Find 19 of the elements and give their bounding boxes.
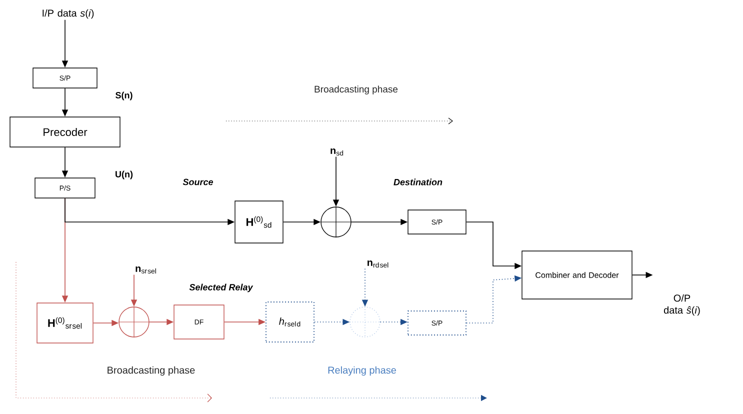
text-label: Destination — [394, 178, 442, 186]
signal-label: O/P data ŝ(i) — [664, 294, 700, 316]
process-box: Combiner and Decoder — [522, 250, 632, 300]
signal-label: n$_{srsel}$ — [136, 266, 156, 274]
signal-label: n$_{sd}$ — [330, 148, 344, 156]
text-label: Broadcasting phase — [108, 366, 195, 376]
process-box: h$_{rseld}$ — [266, 302, 314, 342]
adder-circle — [349, 306, 381, 338]
text-label: U(n) — [116, 170, 133, 180]
signal-label: n$_{rdsel}$ — [368, 260, 388, 268]
text-label: Selected Relay — [189, 284, 254, 292]
process-box: Precoder — [10, 116, 120, 148]
signal-label: I/P data s(i) — [42, 9, 94, 19]
text-label: Broadcasting phase — [314, 86, 398, 94]
text-label: S(n) — [116, 92, 132, 100]
text-label: Relaying phase — [328, 366, 396, 376]
adder-circle — [118, 306, 150, 338]
text-label: Source — [182, 178, 213, 186]
adder-circle — [320, 206, 352, 238]
